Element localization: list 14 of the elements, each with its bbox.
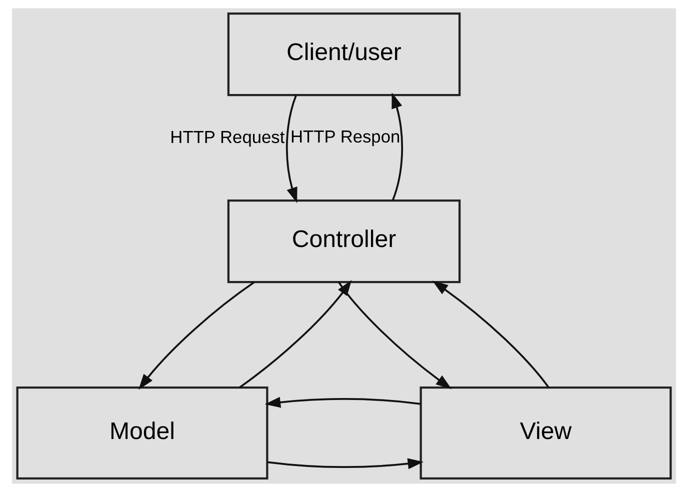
arrow — [264, 396, 421, 408]
arrow — [392, 92, 404, 201]
arrow — [338, 282, 452, 390]
arrow — [267, 458, 424, 470]
arrow — [238, 280, 352, 388]
arrow — [138, 282, 255, 390]
node-box: Model — [16, 386, 268, 480]
node-box: View — [420, 386, 672, 480]
node-box: Controller — [227, 200, 461, 284]
node-box: Client/user — [227, 12, 461, 96]
arrow — [286, 94, 298, 204]
edge-label: HTTP Respon — [290, 126, 400, 147]
arrow — [432, 280, 550, 388]
edge-label: HTTP Request — [170, 127, 285, 148]
